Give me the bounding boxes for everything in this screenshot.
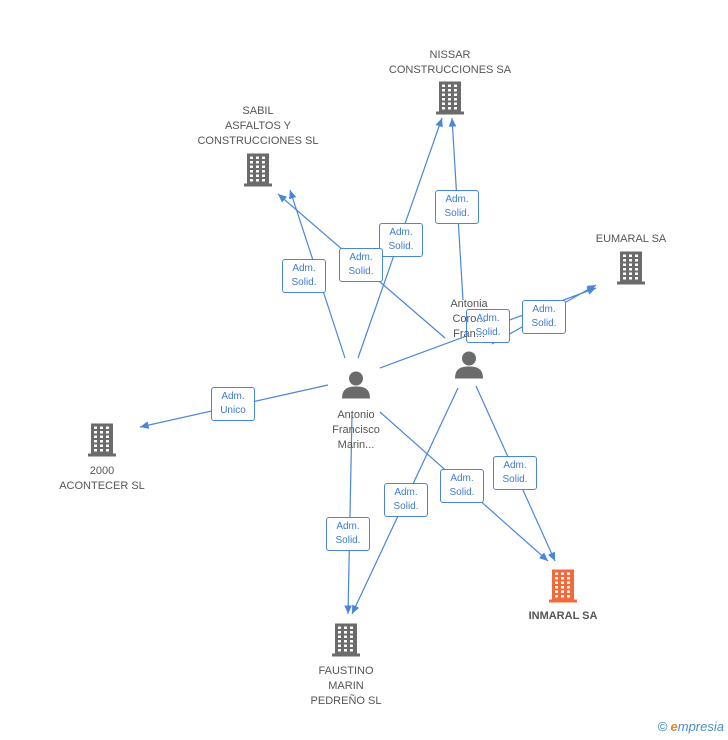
brand-initial: e	[670, 719, 678, 734]
building-icon[interactable]	[242, 152, 274, 193]
building-icon[interactable]	[330, 622, 362, 663]
person-icon[interactable]	[454, 350, 484, 385]
edge-antonio-to-faustino	[344, 414, 353, 615]
relation-badge[interactable]: Adm. Solid.	[440, 469, 484, 503]
person-label-antonia[interactable]: Antonia Coro... Fran...	[450, 298, 488, 340]
footer-credit: © empresia	[658, 719, 724, 734]
relation-badge[interactable]: Adm. Solid.	[326, 517, 370, 551]
person-label-antonio[interactable]: Antonio Francisco Marin...	[332, 409, 380, 451]
building-icon[interactable]	[434, 80, 466, 121]
building-icon[interactable]	[547, 568, 579, 609]
building-icon[interactable]	[615, 250, 647, 291]
company-label-faustino[interactable]: FAUSTINO MARIN PEDREÑO SL	[310, 665, 382, 707]
copyright-symbol: ©	[657, 719, 668, 734]
company-label-acontecer[interactable]: 2000 ACONTECER SL	[59, 465, 145, 492]
relation-badge[interactable]: Adm. Solid.	[493, 456, 537, 490]
company-label-eumaral[interactable]: EUMARAL SA	[595, 233, 667, 245]
empresia-logo[interactable]: empresia	[671, 719, 724, 734]
person-icon[interactable]	[341, 370, 371, 405]
company-label-inmaral[interactable]: INMARAL SA	[528, 610, 598, 622]
company-label-sabil[interactable]: SABIL ASFALTOS Y CONSTRUCCIONES SL	[197, 105, 319, 147]
company-label-nissar[interactable]: NISSAR CONSTRUCCIONES SA	[388, 49, 512, 76]
relation-badge[interactable]: Adm. Solid.	[384, 483, 428, 517]
brand-name: mpresia	[677, 719, 724, 734]
relation-badge[interactable]: Adm. Solid.	[339, 248, 383, 282]
relation-badge[interactable]: Adm. Solid.	[379, 223, 423, 257]
building-icon[interactable]	[86, 422, 118, 463]
relation-badge[interactable]: Adm. Solid.	[522, 300, 566, 334]
relation-badge[interactable]: Adm. Unico	[211, 387, 255, 421]
relation-badge[interactable]: Adm. Solid.	[466, 309, 510, 343]
relation-badge[interactable]: Adm. Solid.	[435, 190, 479, 224]
relation-badge[interactable]: Adm. Solid.	[282, 259, 326, 293]
